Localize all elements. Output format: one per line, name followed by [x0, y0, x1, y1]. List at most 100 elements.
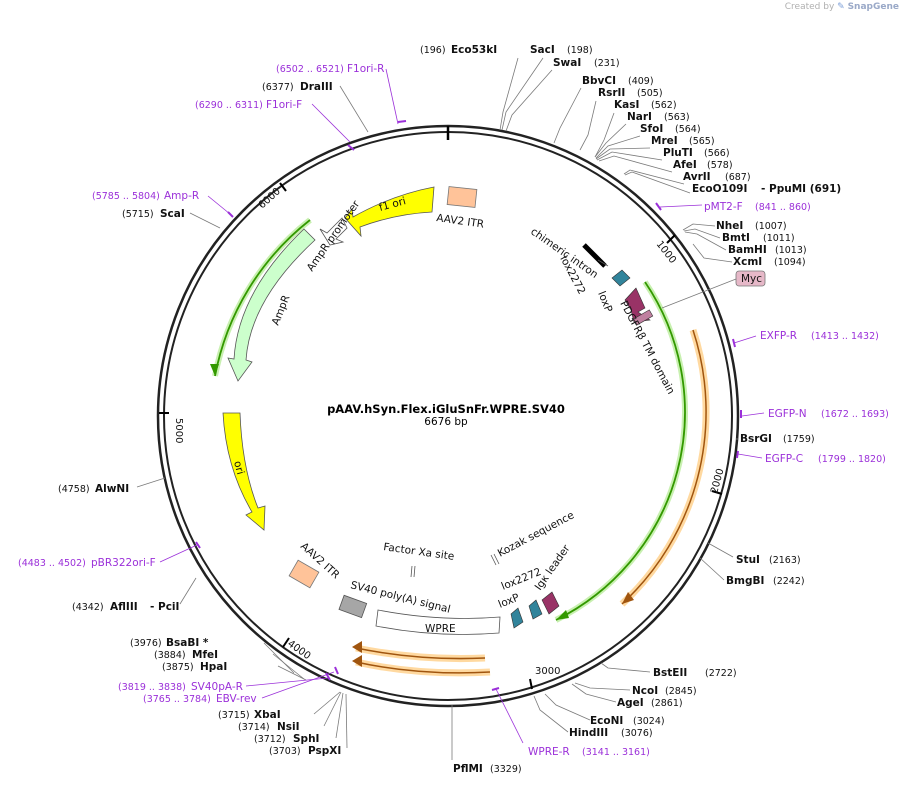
site-name-bmgbi: BmgBI [726, 575, 764, 587]
site-labels: (196) Eco53kI SacI (198) SwaI (231) BbvC… [58, 44, 841, 775]
primer-mark-amp-r [227, 211, 234, 218]
leader-mfei [272, 653, 305, 680]
primer-leader-f1ori-f [311, 103, 351, 143]
site-name-nhei: NheI [716, 220, 743, 232]
primer-name-ebv-rev: EBV-rev [216, 693, 257, 705]
site-pos-mfei: (3884) [154, 650, 186, 661]
primer-mark-wpre-r [491, 687, 500, 691]
myc-leader [661, 278, 737, 309]
primer-mark-f1ori-f [347, 144, 355, 151]
site-name-pcii: - PciI [150, 601, 179, 613]
site-name-agei: AgeI [617, 697, 644, 709]
leader-bmti [683, 228, 721, 239]
leader-bsteii [600, 662, 651, 673]
wpre-feature [375, 609, 501, 635]
site-pos-bsrgi: (1759) [783, 434, 815, 445]
primer-range-f1ori-r: (6502 .. 6521) [276, 64, 344, 75]
site-name-econi: EcoNI [590, 715, 623, 727]
green-arrowhead-left [210, 364, 219, 376]
leader-mrei [595, 147, 651, 160]
site-name-bsteii: BstEII [653, 667, 687, 679]
site-name-xbai: XbaI [254, 709, 281, 721]
site-pos-ncoi: (2845) [665, 686, 697, 697]
ori-feature [222, 412, 266, 531]
site-pos-pluti: (566) [704, 148, 730, 159]
primer-name-f1ori-f: F1ori-F [266, 99, 302, 111]
orange-feature-line-bottom-2 [355, 661, 491, 674]
site-pos-swai: (231) [594, 58, 620, 69]
site-pos-afliii: (4342) [72, 602, 104, 613]
leader-scai [189, 212, 221, 229]
leader-ncoi [574, 682, 631, 691]
snapgene-logo-icon: ✎ [837, 2, 845, 12]
site-name-eco53ki: Eco53kI [451, 44, 497, 56]
site-name-mrei: MreI [651, 135, 678, 147]
amp-promoter-label: AmpR promoter [305, 198, 363, 274]
lox2272-bottom-feature [528, 599, 543, 620]
leader-bamhi [684, 231, 727, 251]
primer-name-f1ori-r: F1ori-R [347, 63, 384, 75]
site-name-bbvci: BbvCI [582, 75, 616, 87]
orange-arrowhead-bottom-1 [352, 641, 362, 653]
orange-arrowhead-right [622, 592, 634, 604]
site-name-afliii: AflIII [110, 601, 138, 613]
site-name-hpai: HpaI [200, 661, 227, 673]
site-name-bsabi: BsaBI * [166, 637, 209, 649]
leader-hindiii [533, 695, 569, 733]
primer-mark-f1ori-r [397, 120, 407, 123]
leader-afei [598, 155, 673, 173]
primer-range-pbr322ori-f: (4483 .. 4502) [18, 558, 86, 569]
leader-draiii [339, 85, 369, 133]
leader-bbvci [553, 87, 582, 144]
kozak-mark-1 [490, 554, 497, 566]
site-name-hindiii: HindIII [569, 727, 608, 739]
site-name-nsii: NsiI [277, 721, 300, 733]
primer-mark-ebv-rev [334, 666, 339, 675]
site-pos-nhei: (1007) [755, 221, 787, 232]
aav2-itr-bottom-feature [288, 559, 320, 589]
site-pos-hpai: (3875) [162, 662, 194, 673]
site-name-afei: AfeI [673, 159, 697, 171]
leader-xbai [313, 691, 341, 715]
primer-range-amp-r: (5785 .. 5804) [92, 191, 160, 202]
sv40-polya-feature [338, 594, 368, 619]
site-name-draiii: DraIII [300, 81, 333, 93]
primer-range-pmt2-f: (841 .. 860) [755, 202, 811, 213]
primer-leader-wpre-r [495, 688, 524, 744]
site-name-ncoi: NcoI [632, 685, 658, 697]
site-leaders [136, 57, 738, 760]
site-pos-mrei: (565) [689, 136, 715, 147]
tick-mark-2000 [711, 490, 723, 495]
site-name-pspxi: PspXI [308, 745, 341, 757]
ampr-feature [227, 228, 316, 382]
myc-box [735, 270, 766, 287]
primer-range-ebv-rev: (3765 .. 3784) [143, 694, 211, 705]
leader-alwni [136, 477, 166, 488]
primer-name-pbr322ori-f: pBR322ori-F [91, 557, 156, 569]
primer-range-wpre-r: (3141 .. 3161) [582, 747, 650, 758]
tick-mark-6000 [279, 182, 287, 192]
snapgene-credit: Created by ✎ SnapGene [785, 2, 899, 12]
ampr-label: AmpR [270, 294, 293, 328]
site-pos-kasi: (562) [651, 100, 677, 111]
site-name-alwni: AlwNI [95, 483, 129, 495]
site-pos-stui: (2163) [769, 555, 801, 566]
leader-stui [707, 542, 734, 558]
orange-feature-line-bottom-1 [355, 647, 486, 660]
site-pos-saci: (198) [567, 45, 593, 56]
primer-name-egfp-c: EGFP-C [765, 453, 803, 465]
primer-mark-egfp-c [736, 450, 739, 459]
leader-pspxi [345, 693, 348, 749]
primer-labels: (6502 .. 6521) F1ori-R (6290 .. 6311) F1… [18, 63, 889, 758]
green-feature-line-left [214, 219, 311, 377]
orange-arrowhead-bottom-2 [352, 655, 362, 667]
site-name-bmti: BmtI [722, 232, 750, 244]
leader-rsrii [579, 100, 597, 151]
green-arrowhead-right [556, 610, 569, 620]
site-pos-agei: (2861) [651, 698, 683, 709]
leader-nhei [682, 223, 716, 231]
site-pos-eco53ki: (196) [420, 45, 446, 56]
leader-xcmi [692, 243, 733, 263]
site-pos-eco0109i: - PpuMI (691) [761, 183, 841, 195]
primer-name-egfp-n: EGFP-N [768, 408, 807, 420]
